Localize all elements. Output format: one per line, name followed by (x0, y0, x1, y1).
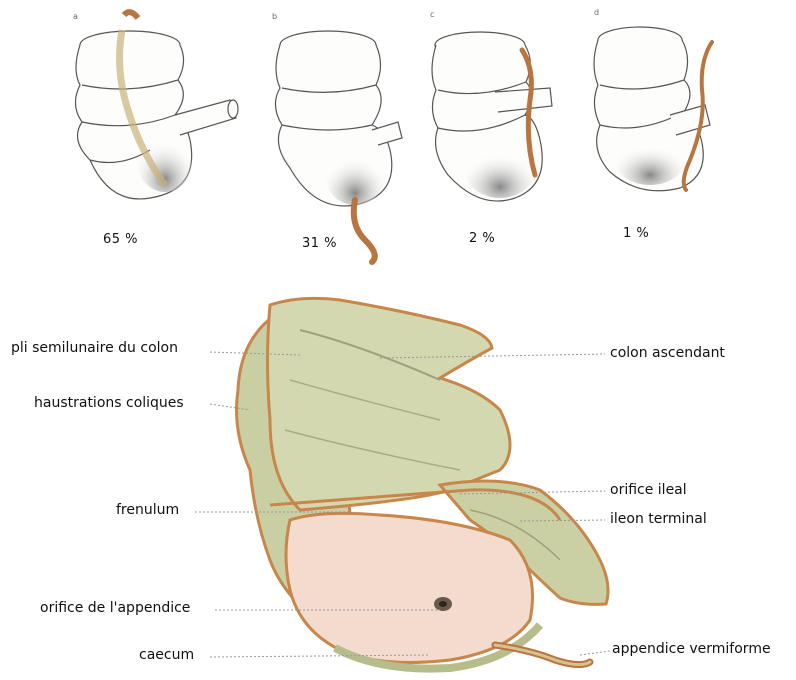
label-appendice-vermiforme: appendice vermiforme (612, 641, 771, 657)
label-frenulum: frenulum (116, 502, 179, 518)
label-colon-ascendant: colon ascendant (610, 345, 725, 361)
variant-letter-c: c (430, 10, 434, 19)
caecum-main-illustration (237, 298, 609, 668)
variant-letter-d: d (594, 8, 599, 17)
caecum-sketch-b (275, 31, 402, 206)
label-orifice-appendice: orifice de l'appendice (40, 600, 190, 616)
label-orifice-ileal: orifice ileal (610, 482, 687, 498)
caecum-sketch-d (594, 27, 710, 191)
variant-percent-d: 1 % (623, 226, 649, 241)
variant-percent-a: 65 % (103, 232, 138, 247)
variant-percent-c: 2 % (469, 231, 495, 246)
label-ileon-terminal: ileon terminal (610, 511, 707, 527)
appendix-b (354, 200, 375, 262)
variant-letter-a: a (73, 12, 78, 21)
appendix-tip-a (124, 12, 138, 18)
label-haustrations: haustrations coliques (34, 395, 184, 411)
variant-percent-b: 31 % (302, 236, 337, 251)
label-pli-semilunaire: pli semilunaire du colon (11, 340, 178, 356)
variant-letter-b: b (272, 12, 277, 21)
label-caecum: caecum (139, 647, 194, 663)
